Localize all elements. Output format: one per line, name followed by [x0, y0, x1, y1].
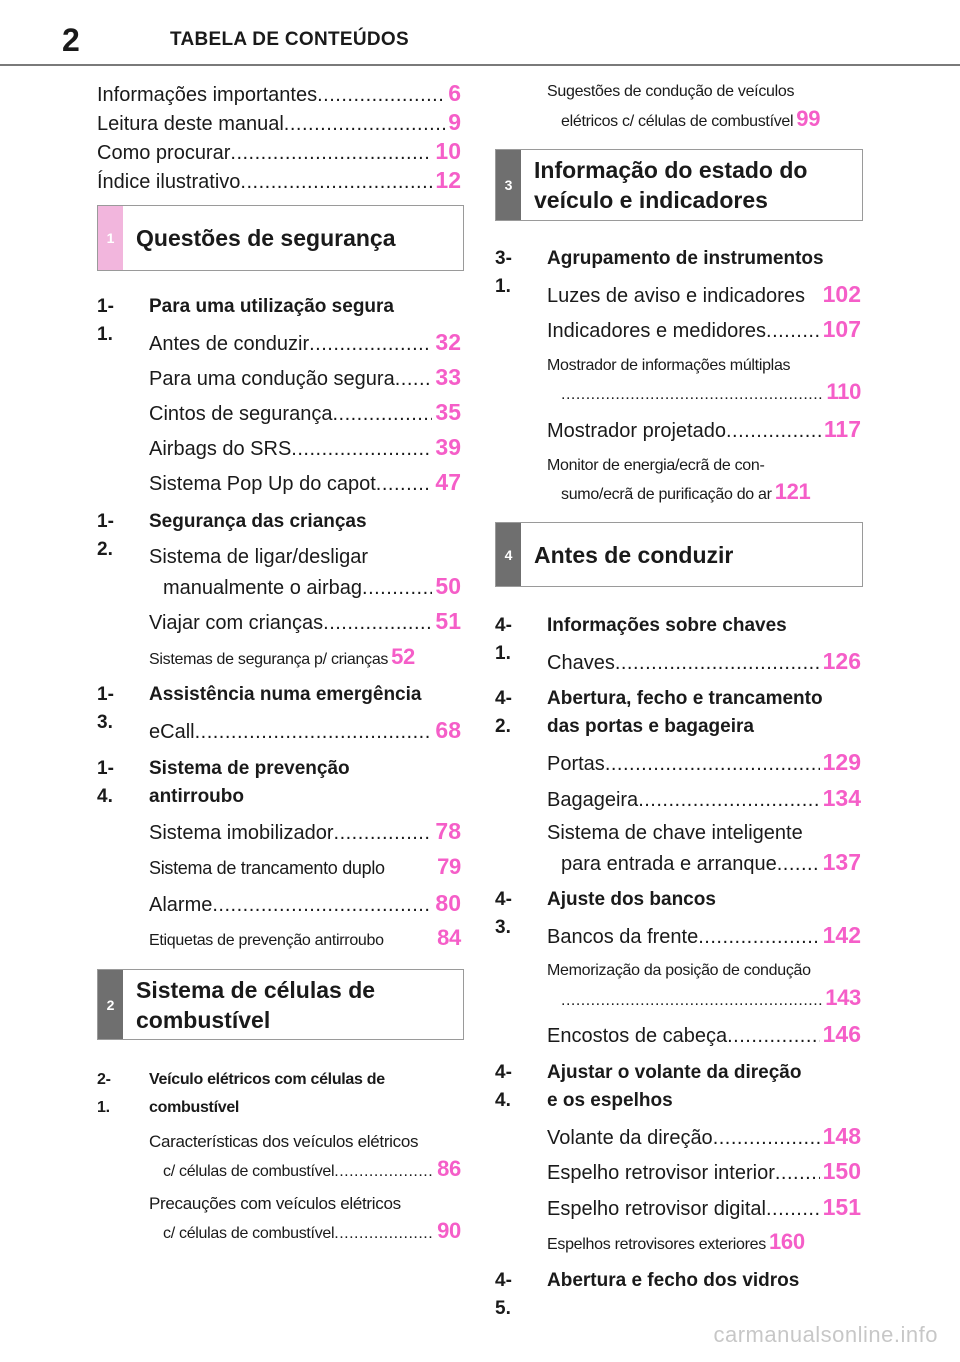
chapter-number: 3 — [496, 150, 521, 220]
toc-entry[interactable]: Portas129 — [547, 748, 861, 778]
page-ref: 99 — [796, 106, 821, 131]
header-rule — [0, 64, 960, 66]
page-ref: 33 — [435, 364, 461, 390]
page-ref: 35 — [435, 399, 461, 425]
page-ref: 142 — [822, 922, 861, 948]
chapter-title-line1: Sistema de células de — [136, 976, 376, 1003]
chapter-title-line2: veículo e indicadores — [534, 187, 768, 213]
toc-entry[interactable]: 143 — [561, 986, 861, 1013]
chapter-title-line1: Informação do estado do — [534, 157, 808, 183]
page-ref: 6 — [448, 80, 461, 106]
chapter-number: 2 — [98, 970, 123, 1039]
page-ref: 151 — [822, 1194, 861, 1220]
toc-entry[interactable]: Espelho retrovisor digital151 — [547, 1193, 861, 1223]
toc-entry-line[interactable]: Sistema de ligar/desligar — [149, 546, 368, 568]
page-ref: 39 — [435, 434, 461, 460]
toc-entry[interactable]: Cintos de segurança35 — [149, 398, 461, 428]
toc-entry[interactable]: Índice ilustrativo12 — [97, 166, 461, 196]
page-ref: 68 — [435, 717, 461, 743]
page-ref: 102 — [822, 281, 861, 307]
toc-entry-line[interactable]: Monitor de energia/ecrã de con- — [547, 457, 765, 474]
toc-entry[interactable]: manualmente o airbag50 — [163, 572, 461, 602]
chapter-1-box[interactable]: 1 Questões de segurança — [97, 205, 464, 271]
toc-entry[interactable]: para entrada e arranque137 — [561, 848, 861, 878]
page-ref: 160 — [768, 1229, 805, 1254]
toc-entry[interactable]: Leitura deste manual9 — [97, 108, 461, 138]
toc-entry[interactable]: Volante da direção148 — [547, 1122, 861, 1152]
chapter-number: 1 — [98, 206, 123, 270]
toc-entry[interactable]: Alarme80 — [149, 889, 461, 919]
toc-entry[interactable]: Sistema Pop Up do capot47 — [149, 468, 461, 498]
page-ref: 134 — [822, 785, 861, 811]
page-ref: 52 — [391, 644, 415, 669]
chapter-title: Antes de conduzir — [534, 541, 734, 568]
toc-entry[interactable]: Sistema imobilizador78 — [149, 817, 461, 847]
chapter-3-box[interactable]: 3 Informação do estado do veículo e indi… — [495, 149, 863, 221]
chapter-number: 4 — [496, 523, 521, 586]
toc-entry-line[interactable]: Memorização da posição de condução — [547, 962, 811, 979]
toc-entry[interactable]: c/ células de combustível86 — [163, 1157, 461, 1184]
page-ref: 117 — [823, 416, 861, 442]
toc-entry[interactable]: Bagageira134 — [547, 784, 861, 814]
toc-entry-line[interactable]: Características dos veículos elétricos — [149, 1132, 419, 1151]
toc-entry-line[interactable]: Sistema de chave inteligente — [547, 822, 803, 844]
toc-entry[interactable]: Chaves126 — [547, 647, 861, 677]
page-ref: 80 — [435, 890, 461, 916]
chapter-title-line2: combustível — [136, 1006, 271, 1033]
toc-entry[interactable]: eCall68 — [149, 716, 461, 746]
page-ref: 137 — [822, 849, 861, 875]
toc-entry[interactable]: Encostos de cabeça146 — [547, 1020, 861, 1050]
toc-entry[interactable]: Indicadores e medidores107 — [547, 315, 861, 345]
toc-entry[interactable]: Bancos da frente142 — [547, 921, 861, 951]
toc-entry[interactable]: c/ células de combustível90 — [163, 1219, 461, 1246]
toc-entry[interactable]: Viajar com crianças51 — [149, 607, 461, 637]
chapter-2-box[interactable]: 2 Sistema de células de combustível — [97, 969, 464, 1040]
toc-entry[interactable]: Mostrador projetado117 — [547, 415, 861, 445]
toc-entry[interactable]: Espelho retrovisor interior150 — [547, 1157, 861, 1187]
page-number: 2 — [62, 22, 80, 58]
page-ref: 10 — [435, 138, 461, 164]
toc-entry[interactable]: Para uma condução segura33 — [149, 363, 461, 393]
toc-entry[interactable]: Como procurar10 — [97, 137, 461, 167]
chapter-4-box[interactable]: 4 Antes de conduzir — [495, 522, 863, 587]
page-title: TABELA DE CONTEÚDOS — [170, 29, 409, 50]
page-ref: 121 — [774, 479, 811, 504]
page-ref: 51 — [435, 608, 461, 634]
toc-entry[interactable]: Antes de conduzir32 — [149, 328, 461, 358]
page-ref: 84 — [437, 925, 461, 950]
page-ref: 107 — [822, 316, 861, 342]
toc-entry-line[interactable]: Mostrador de informações múltiplas — [547, 357, 791, 374]
page-ref: 90 — [437, 1218, 461, 1243]
page-ref: 9 — [448, 109, 461, 135]
watermark-text: carmanualsonline.info — [713, 1322, 938, 1347]
page-ref: 32 — [435, 329, 461, 355]
page-ref: 129 — [822, 749, 861, 775]
page-ref: 146 — [822, 1021, 861, 1047]
toc-entry[interactable]: 110 — [561, 380, 861, 407]
page-ref: 126 — [822, 648, 861, 674]
toc-entry[interactable]: Informações importantes6 — [97, 79, 461, 109]
page-header: 2 TABELA DE CONTEÚDOS — [0, 0, 960, 66]
page-ref: 86 — [437, 1156, 461, 1181]
toc-entry[interactable]: Airbags do SRS39 — [149, 433, 461, 463]
page-ref: 50 — [435, 573, 461, 599]
page-ref: 148 — [822, 1123, 861, 1149]
page-ref: 150 — [822, 1158, 861, 1184]
page-ref: 47 — [435, 469, 461, 495]
page-ref: 78 — [435, 818, 461, 844]
page-ref: 12 — [435, 167, 461, 193]
chapter-title: Questões de segurança — [136, 225, 396, 251]
toc-entry-line[interactable]: Sugestões de condução de veículos — [547, 83, 795, 100]
page-ref: 143 — [825, 985, 861, 1010]
toc-entry-line[interactable]: Precauções com veículos elétricos — [149, 1194, 401, 1213]
page-ref: 79 — [437, 854, 461, 879]
page-ref: 110 — [826, 379, 861, 404]
